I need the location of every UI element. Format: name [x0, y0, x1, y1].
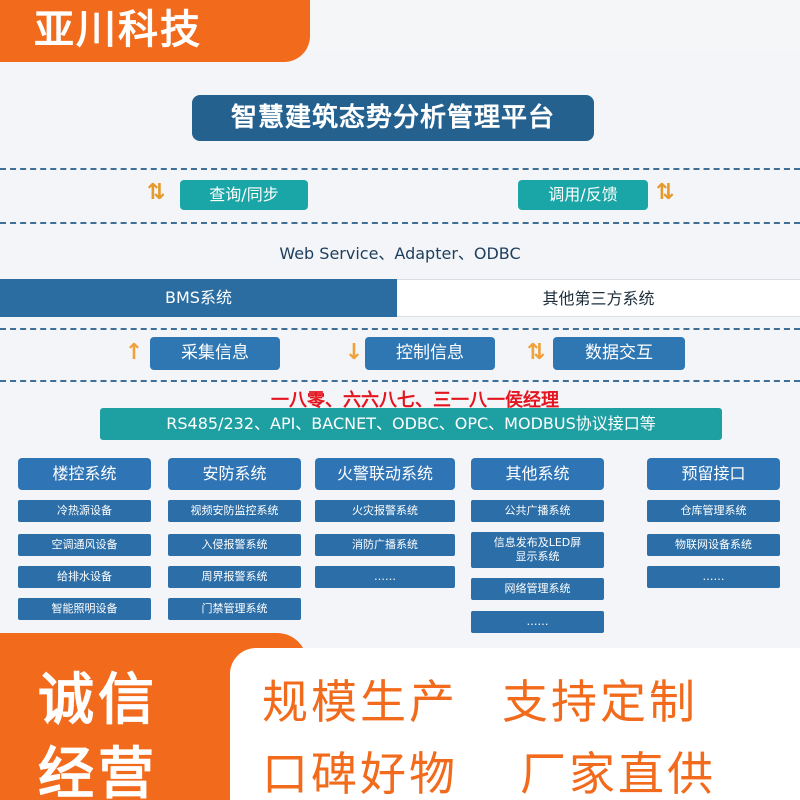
list-item[interactable]: 冷热源设备 — [18, 500, 151, 522]
list-item[interactable]: 信息发布及LED屏 显示系统 — [471, 532, 604, 568]
promo-left-line2: 经营 — [38, 742, 158, 800]
protocol-bar: RS485/232、API、BACNET、ODBC、OPC、MODBUS协议接口… — [100, 408, 722, 440]
list-item[interactable]: 入侵报警系统 — [168, 534, 301, 556]
list-item[interactable]: 仓库管理系统 — [647, 500, 780, 522]
list-item[interactable]: …… — [315, 566, 455, 588]
third-party-bar: 其他第三方系统 — [397, 279, 800, 317]
list-item[interactable]: 视频安防监控系统 — [168, 500, 301, 522]
contact-text: 一八零、六六八七、三一八一侯经理 — [271, 390, 559, 411]
dashed-divider — [0, 222, 800, 224]
query-sync-button[interactable]: 查询/同步 — [180, 180, 308, 210]
list-item[interactable]: 公共广播系统 — [471, 500, 604, 522]
list-item[interactable]: 周界报警系统 — [168, 566, 301, 588]
list-item[interactable]: 空调通风设备 — [18, 534, 151, 556]
brand-badge: 亚川科技 — [0, 0, 310, 62]
promo-slogan-2: 支持定制 — [502, 675, 698, 729]
list-item-line: 信息发布及LED屏 — [493, 536, 582, 549]
double-arrow-icon: ⇅ — [146, 180, 166, 205]
collect-info-button[interactable]: 采集信息 — [150, 337, 280, 370]
promo-slogan-1: 规模生产 — [262, 675, 458, 729]
list-item[interactable]: 物联网设备系统 — [647, 534, 780, 556]
control-info-button[interactable]: 控制信息 — [365, 337, 495, 370]
down-arrow-icon: ↓ — [344, 340, 364, 365]
list-item[interactable]: …… — [647, 566, 780, 588]
list-item[interactable]: 网络管理系统 — [471, 578, 604, 600]
promo-right-panel: 规模生产 支持定制 口碑好物 厂家直供 — [230, 648, 800, 800]
platform-title: 智慧建筑态势分析管理平台 — [192, 95, 594, 141]
bms-system-bar: BMS系统 — [0, 279, 397, 317]
dashed-divider — [0, 168, 800, 170]
list-item-line: 显示系统 — [515, 550, 560, 563]
column-head-reserved-interface[interactable]: 预留接口 — [647, 458, 780, 490]
column-head-fire-alarm[interactable]: 火警联动系统 — [315, 458, 455, 490]
list-item[interactable]: 火灾报警系统 — [315, 500, 455, 522]
interface-line: Web Service、Adapter、ODBC — [279, 244, 521, 263]
promo-slogan-3: 口碑好物 — [262, 747, 458, 800]
list-item[interactable]: 给排水设备 — [18, 566, 151, 588]
promo-left-panel: 诚信 经营 — [0, 633, 307, 800]
list-item[interactable]: …… — [471, 611, 604, 633]
column-head-other-systems[interactable]: 其他系统 — [471, 458, 604, 490]
double-arrow-icon: ⇅ — [655, 180, 675, 205]
data-exchange-button[interactable]: 数据交互 — [553, 337, 685, 370]
promo-left-line1: 诚信 — [38, 668, 158, 733]
up-arrow-icon: ↑ — [124, 340, 144, 365]
list-item[interactable]: 智能照明设备 — [18, 598, 151, 620]
dashed-divider — [0, 328, 800, 330]
promo-slogan-4: 厂家直供 — [520, 747, 716, 800]
double-arrow-icon: ⇅ — [526, 340, 546, 365]
list-item[interactable]: 消防广播系统 — [315, 534, 455, 556]
call-feedback-button[interactable]: 调用/反馈 — [518, 180, 648, 210]
dashed-divider — [0, 380, 800, 382]
column-head-security[interactable]: 安防系统 — [168, 458, 301, 490]
column-head-building-control[interactable]: 楼控系统 — [18, 458, 151, 490]
list-item[interactable]: 门禁管理系统 — [168, 598, 301, 620]
